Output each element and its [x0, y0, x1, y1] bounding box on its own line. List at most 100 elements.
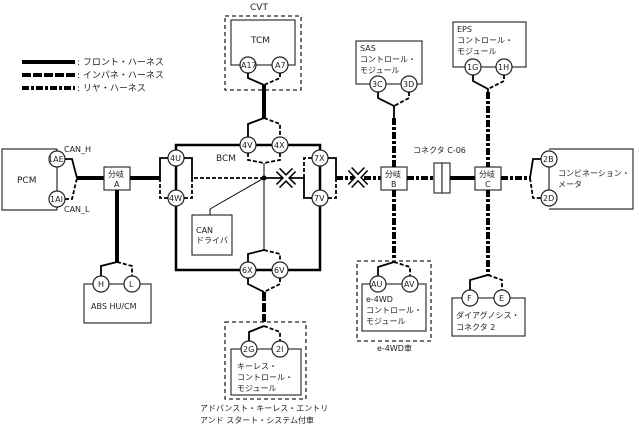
rear-cut-mark-icon: [347, 166, 369, 189]
pin-6v-label: 6V: [274, 266, 285, 275]
tcm-wire-l: [263, 73, 281, 86]
eps-1g-wire: [472, 75, 489, 92]
branch-a-label-2: A: [114, 180, 120, 189]
dlc-e-wire: [487, 274, 503, 290]
pin-7v-label: 7V: [314, 194, 325, 203]
meter-group: 2B 2D コンビネーション・ メータ: [529, 148, 634, 210]
pin-4u-label: 4U: [170, 154, 181, 163]
abs-h-wire: [100, 261, 118, 276]
can-driver-label-2: ドライバ: [196, 236, 228, 245]
cvt-group: CVT TCM A17 A7: [224, 3, 302, 91]
pin-l-label: L: [129, 280, 134, 289]
connector-c06[interactable]: コネクタ C-06: [413, 146, 466, 194]
legend-label-front: : フロント・ハーネス: [77, 57, 164, 68]
pcm-box[interactable]: [1, 148, 57, 211]
pin-au[interactable]: [369, 275, 387, 293]
keyless-2g-wire: [248, 325, 265, 341]
bcm-4w-inner: [184, 177, 264, 199]
dlc-box[interactable]: [451, 297, 526, 337]
meter-label-1: コンビネーション・: [558, 169, 630, 178]
pin-2g[interactable]: [240, 340, 258, 358]
meter-label-2: メータ: [558, 180, 582, 189]
e4wd-label-1: e-4WD: [366, 295, 393, 304]
pin-l[interactable]: [123, 275, 141, 293]
can-h-label: CAN_H: [64, 145, 91, 154]
keyless-dashed-boundary: [224, 321, 307, 400]
keyless-caption-1: アドバンスト・キーレス・エントリ: [200, 404, 328, 413]
can-driver-link: [209, 177, 265, 210]
bcm-6x-outer: [247, 278, 265, 293]
sas-label-3: モジュール: [360, 66, 399, 75]
can-l-label: CAN_L: [64, 205, 90, 214]
pin-6x-label: 6X: [242, 266, 253, 275]
keyless-label-1: キーレス・: [237, 362, 277, 371]
abs-group: H L ABS HU/CM: [83, 261, 152, 324]
meter-2b-wire: [529, 158, 541, 179]
sas-3d-wire: [393, 92, 410, 107]
keyless-label-2: コントロール・: [237, 373, 293, 382]
bcm-4x-wire: [263, 117, 281, 137]
bcm-7x-inner: [303, 157, 312, 178]
dlc-label-2: コネクタ 2: [456, 323, 495, 332]
tcm-label: TCM: [250, 36, 270, 46]
keyless-group: 2G 2I キーレス・ コントロール・ モジュール アドバンスト・キーレス・エン…: [200, 292, 328, 425]
pin-e-label: E: [499, 294, 504, 303]
eps-box[interactable]: [452, 21, 527, 68]
bcm-group: BCM 4V 4X 4U 4W 7X 7V CAN ドライバ: [159, 117, 337, 293]
pin-f[interactable]: [461, 289, 479, 307]
e4wd-au-wire: [377, 261, 395, 276]
abs-l-wire: [116, 261, 133, 276]
e4wd-group: AU AV e-4WD コントロール・ モジュール e-4WD車: [356, 260, 432, 353]
keyless-label-3: モジュール: [237, 384, 276, 393]
bcm-4v-wire: [247, 117, 265, 137]
connector-c06-half-left: [433, 162, 443, 194]
pin-2b[interactable]: [540, 150, 558, 168]
bcm-6v-outer: [263, 278, 281, 293]
sas-3c-wire: [377, 92, 395, 118]
pin-2d-label: 2D: [543, 194, 554, 203]
pin-e[interactable]: [493, 289, 511, 307]
bcm-6x-inner: [247, 249, 265, 262]
e4wd-box[interactable]: [361, 283, 427, 332]
cvt-label: CVT: [250, 3, 268, 13]
branch-a-label-1: 分岐: [108, 169, 124, 179]
connector-c06-label: コネクタ C-06: [413, 146, 466, 155]
branch-b-label-1: 分岐: [385, 169, 401, 179]
sas-group: SAS コントロール・ モジュール 3C 3D: [355, 40, 423, 118]
eps-group: EPS コントロール・ モジュール 1G 1H: [452, 21, 527, 92]
legend-label-inpane: : インパネ・ハーネス: [77, 70, 164, 81]
pin-av-label: AV: [404, 280, 415, 289]
pcm-can-l-wire: [65, 177, 78, 200]
dlc-group: F E ダイアグノシス・ コネクタ 2: [451, 274, 526, 337]
bcm-7x-outer: [328, 157, 337, 178]
eps-label-3: モジュール: [457, 47, 496, 56]
legend: : フロント・ハーネス : インパネ・ハーネス : リヤ・ハーネス: [22, 57, 164, 94]
e4wd-dashed-boundary: [356, 260, 432, 342]
pin-h[interactable]: [92, 275, 110, 293]
bcm-4u-outer: [159, 157, 168, 178]
pin-2i-label: 2I: [276, 345, 283, 354]
branch-c-label-2: C: [485, 180, 491, 189]
pin-4w-label: 4W: [169, 194, 182, 203]
pin-7x-label: 7X: [314, 154, 325, 163]
bcm-4v-inner: [247, 153, 265, 164]
meter-box[interactable]: [549, 148, 634, 210]
e4wd-av-wire: [393, 261, 411, 276]
keyless-2i-wire: [263, 325, 281, 341]
pcm-can-h-wire: [65, 158, 78, 179]
pin-4v-label: 4V: [242, 141, 253, 150]
pin-1g-label: 1G: [467, 63, 478, 72]
bcm-7v-outer: [328, 178, 337, 199]
e4wd-caption: e-4WD車: [377, 343, 412, 353]
keyless-box[interactable]: [230, 348, 302, 396]
eps-label-1: EPS: [457, 25, 472, 34]
abs-box[interactable]: [83, 283, 152, 324]
bcm-cut-mark-icon: [275, 167, 297, 189]
dlc-label-1: ダイアグノシス・: [456, 310, 519, 320]
bcm-4u-inner: [184, 157, 193, 178]
pin-av[interactable]: [401, 275, 419, 293]
pin-2g-label: 2G: [243, 345, 254, 354]
pin-2d[interactable]: [540, 189, 558, 207]
pin-2i[interactable]: [271, 340, 289, 358]
tcm-box[interactable]: [230, 19, 296, 66]
